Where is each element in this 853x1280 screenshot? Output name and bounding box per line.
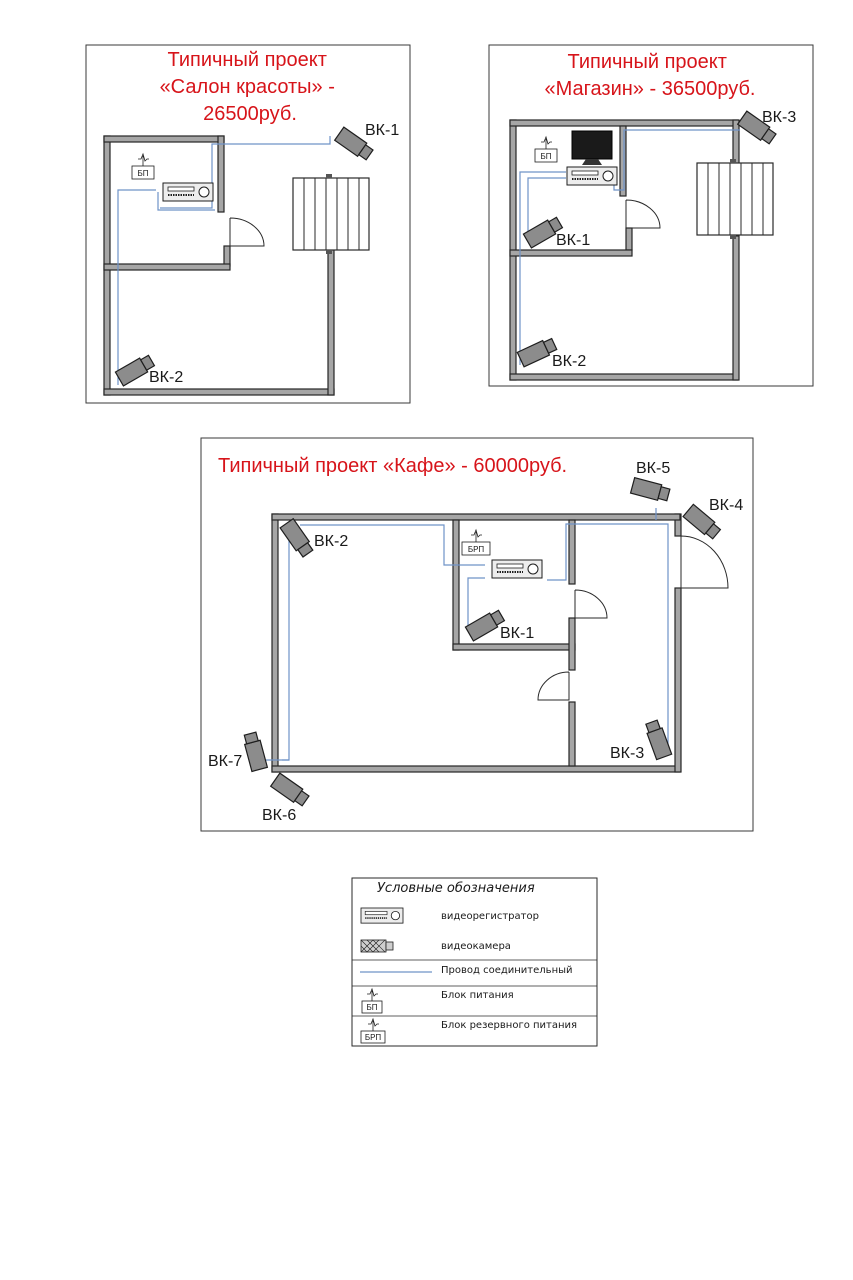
shop-title: Типичный проект «Магазин» - 36500руб.: [545, 51, 756, 100]
shop-door: [625, 199, 661, 229]
shop-wire-2: [527, 177, 566, 236]
shop-plan: Типичный проект «Магазин» - 36500руб. БП: [488, 44, 814, 387]
shop-wire: [519, 129, 740, 365]
cafe-walls: [271, 513, 682, 773]
legend-backup-psu-label: Блок резервного питания: [441, 1020, 577, 1031]
svg-text:БП: БП: [367, 1003, 378, 1012]
cafe-camera-7-label: ВК-7: [208, 753, 242, 770]
cafe-camera-2-label: ВК-2: [314, 533, 348, 550]
shop-monitor-icon: [571, 130, 613, 165]
salon-dvr-icon: [162, 182, 214, 202]
backup-psu-icon: БРП: [360, 1018, 386, 1044]
shop-camera-3-label: ВК-3: [762, 109, 796, 126]
shop-psu: БП: [534, 136, 558, 163]
legend-camera-label: видеокамера: [441, 941, 511, 952]
shop-dvr-icon: [566, 166, 618, 186]
salon-plan: Типичный проект «Салон красоты» - 26500р…: [85, 44, 411, 404]
svg-text:БП: БП: [138, 169, 149, 178]
shop-camera-2-label: ВК-2: [552, 353, 586, 370]
cafe-camera-3-label: ВК-3: [610, 745, 644, 762]
salon-wire-2: [157, 192, 215, 211]
salon-psu: БП: [131, 153, 155, 180]
salon-camera-1-label: ВК-1: [365, 122, 399, 139]
shop-camera-1-label: ВК-1: [556, 232, 590, 249]
legend-psu-label: Блок питания: [441, 990, 514, 1001]
legend-frame: [351, 877, 598, 1047]
svg-text:БРП: БРП: [365, 1033, 382, 1042]
salon-wire: [117, 136, 331, 385]
legend-title: Условные обозначения: [377, 881, 535, 896]
cafe-door-kitchen: [537, 671, 570, 701]
salon-door: [229, 217, 265, 247]
cafe-backup-psu: БРП: [461, 529, 491, 556]
svg-text:БРП: БРП: [468, 545, 485, 554]
cafe-door-entry: [680, 535, 729, 589]
cafe-dvr-icon: [491, 559, 543, 579]
cafe-wire-right: [547, 523, 669, 752]
shop-stairs: [696, 158, 774, 240]
cafe-camera-6-label: ВК-6: [262, 807, 296, 824]
cafe-wire-top: [300, 524, 485, 566]
cafe-door-office: [574, 589, 608, 619]
svg-text:БП: БП: [541, 152, 552, 161]
shop-walls: [509, 119, 740, 381]
salon-stairs: [292, 173, 370, 255]
cafe-plan: Типичный проект «Кафе» - 60000руб. БРП: [200, 437, 754, 832]
legend-dvr-label: видеорегистратор: [441, 911, 539, 922]
salon-title: Типичный проект «Салон красоты» - 26500р…: [160, 49, 341, 125]
cafe-wire-cam1: [467, 577, 485, 630]
salon-camera-2-label: ВК-2: [149, 369, 183, 386]
psu-icon: БП: [361, 988, 383, 1014]
legend: Условные обозначения видеорегистратор ви…: [351, 877, 598, 1047]
legend-wire-label: Провод соединительный: [441, 965, 573, 976]
dvr-icon: [360, 907, 404, 924]
cafe-title: Типичный проект «Кафе» - 60000руб.: [218, 455, 567, 477]
cafe-camera-1-label: ВК-1: [500, 625, 534, 642]
cafe-camera-4-label: ВК-4: [709, 497, 743, 514]
camera-icon: [360, 939, 394, 953]
cafe-camera-5-label: ВК-5: [636, 460, 670, 477]
